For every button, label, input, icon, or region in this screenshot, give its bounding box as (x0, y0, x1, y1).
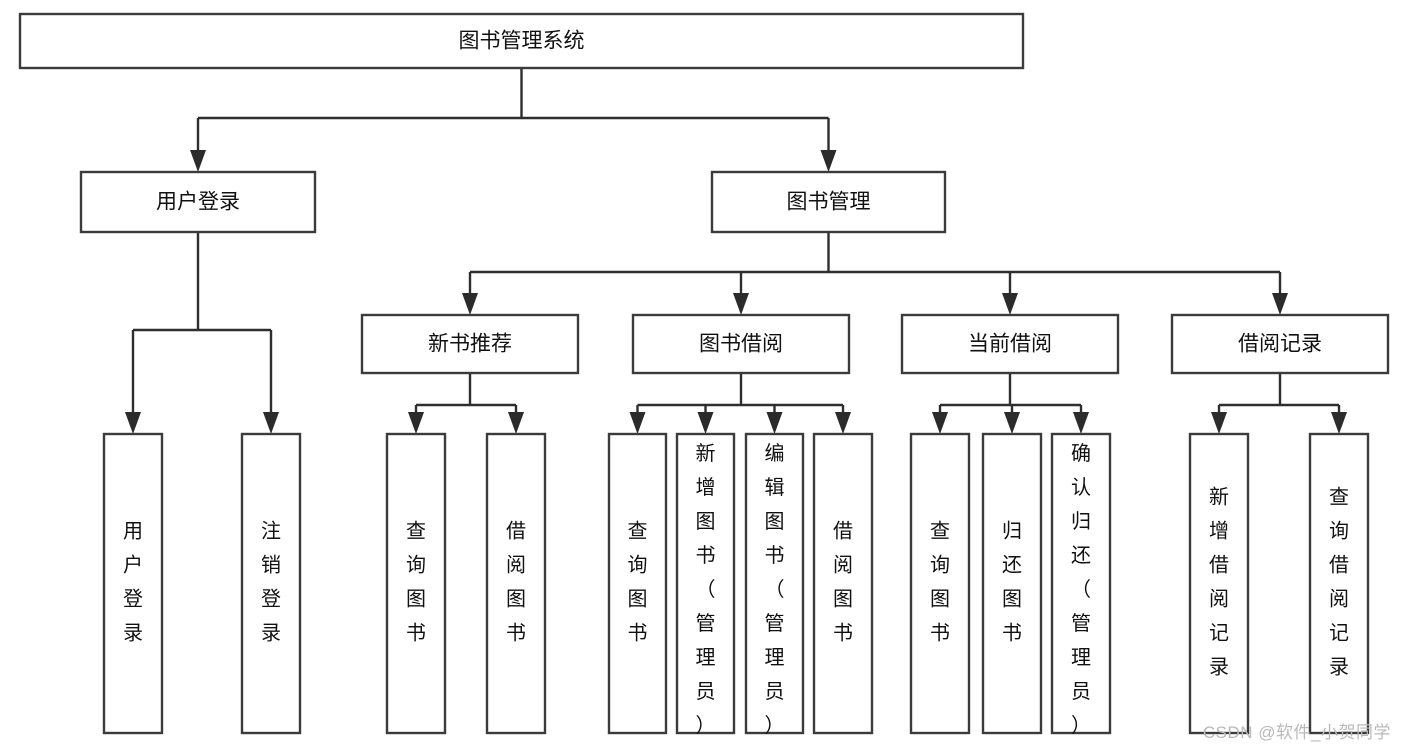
node-label: 用户登录 (123, 521, 143, 645)
node-l-rec-borrow-book[interactable]: 借阅图书 (485, 432, 547, 735)
node-box (18, 12, 1025, 70)
node-box (240, 432, 302, 735)
node-box (981, 432, 1043, 735)
node-label: 新书推荐 (428, 333, 512, 356)
arrow-head-icon (733, 293, 749, 315)
node-box (710, 170, 947, 234)
arrow-head-icon (820, 150, 837, 172)
arrow-head-icon (408, 412, 424, 434)
node-l-bb-edit-book[interactable]: 编辑图书（管理员） (744, 432, 805, 737)
arrow-head-icon (125, 412, 141, 434)
node-label: 新增借阅记录 (1209, 486, 1229, 679)
node-l-cb-return-book[interactable]: 归还图书 (981, 432, 1043, 735)
arrow-head-icon (766, 412, 783, 434)
connector-group (125, 232, 279, 434)
node-l-bb-add-book[interactable]: 新增图书（管理员） (675, 432, 736, 737)
node-box (385, 432, 447, 735)
node-label: 图书管理 (787, 191, 871, 214)
arrow-head-icon (462, 293, 478, 315)
node-n-current-borrow[interactable]: 当前借阅 (900, 313, 1120, 375)
arrow-head-icon (190, 150, 206, 172)
node-l-cb-confirm-return[interactable]: 确认归还（管理员） (1050, 432, 1112, 737)
node-label: 查询借阅记录 (1329, 486, 1349, 679)
node-label: 借阅记录 (1238, 333, 1322, 356)
node-box (1050, 432, 1112, 735)
connector-group (629, 373, 851, 434)
node-l-br-add-record[interactable]: 新增借阅记录 (1188, 432, 1250, 735)
arrow-head-icon (1002, 293, 1018, 315)
arrow-head-icon (1272, 293, 1288, 315)
arrow-head-icon (697, 412, 714, 434)
node-label: 图书管理系统 (459, 30, 585, 53)
arrow-head-icon (1211, 412, 1227, 434)
node-label: 新增图书（管理员） (696, 442, 716, 737)
connector-group (1211, 373, 1347, 434)
node-l-logout-login[interactable]: 注销登录 (240, 432, 302, 735)
node-box (1308, 432, 1370, 735)
node-l-cb-query-book[interactable]: 查询图书 (909, 432, 971, 735)
arrow-head-icon (835, 412, 851, 434)
node-box (360, 313, 580, 375)
node-n-user-login[interactable]: 用户登录 (79, 170, 317, 234)
node-label: 查询图书 (406, 520, 426, 645)
node-l-bb-query-book[interactable]: 查询图书 (607, 432, 668, 735)
node-n-borrow-record[interactable]: 借阅记录 (1170, 313, 1390, 375)
node-box (79, 170, 317, 234)
arrow-head-icon (1073, 412, 1089, 434)
node-label: 借阅图书 (833, 520, 853, 645)
node-box (812, 432, 874, 735)
arrow-head-icon (263, 412, 279, 434)
node-label: 编辑图书（管理员） (765, 442, 785, 737)
connector-group (190, 68, 837, 172)
node-label: 当前借阅 (968, 333, 1052, 356)
node-label: 图书借阅 (699, 333, 783, 356)
node-box (102, 432, 164, 735)
connector-group (462, 232, 1288, 315)
watermark-text: CSDN @软件_小贺同学 (1202, 723, 1391, 742)
node-box (675, 432, 736, 735)
node-n-new-book-rec[interactable]: 新书推荐 (360, 313, 580, 375)
node-l-user-login[interactable]: 用户登录 (102, 432, 164, 735)
node-box (909, 432, 971, 735)
arrow-head-icon (508, 412, 524, 434)
node-label: 查询图书 (930, 520, 950, 645)
node-n-book-borrow[interactable]: 图书借阅 (631, 313, 851, 375)
node-box (1170, 313, 1390, 375)
node-root[interactable]: 图书管理系统 (18, 12, 1025, 70)
node-box (607, 432, 668, 735)
node-layer: 图书管理系统用户登录图书管理新书推荐图书借阅当前借阅借阅记录用户登录注销登录查询… (18, 12, 1390, 737)
node-label: 归还图书 (1002, 520, 1022, 645)
arrow-head-icon (1004, 412, 1020, 434)
node-l-rec-query-book[interactable]: 查询图书 (385, 432, 447, 735)
node-label: 借阅图书 (506, 520, 526, 645)
node-n-book-manage[interactable]: 图书管理 (710, 170, 947, 234)
node-label: 确认归还（管理员） (1071, 442, 1091, 737)
node-label: 用户登录 (156, 191, 240, 214)
node-label: 查询图书 (628, 520, 648, 645)
connector-group (932, 373, 1089, 434)
node-box (744, 432, 805, 735)
arrow-head-icon (932, 412, 948, 434)
node-l-bb-borrow-book[interactable]: 借阅图书 (812, 432, 874, 735)
node-box (631, 313, 851, 375)
node-box (1188, 432, 1250, 735)
connector-group (408, 373, 524, 434)
node-l-br-query-record[interactable]: 查询借阅记录 (1308, 432, 1370, 735)
arrow-head-icon (1331, 412, 1347, 434)
arrow-head-icon (629, 412, 646, 434)
node-box (485, 432, 547, 735)
connector-layer (125, 68, 1347, 434)
node-box (900, 313, 1120, 375)
node-label: 注销登录 (261, 520, 281, 645)
